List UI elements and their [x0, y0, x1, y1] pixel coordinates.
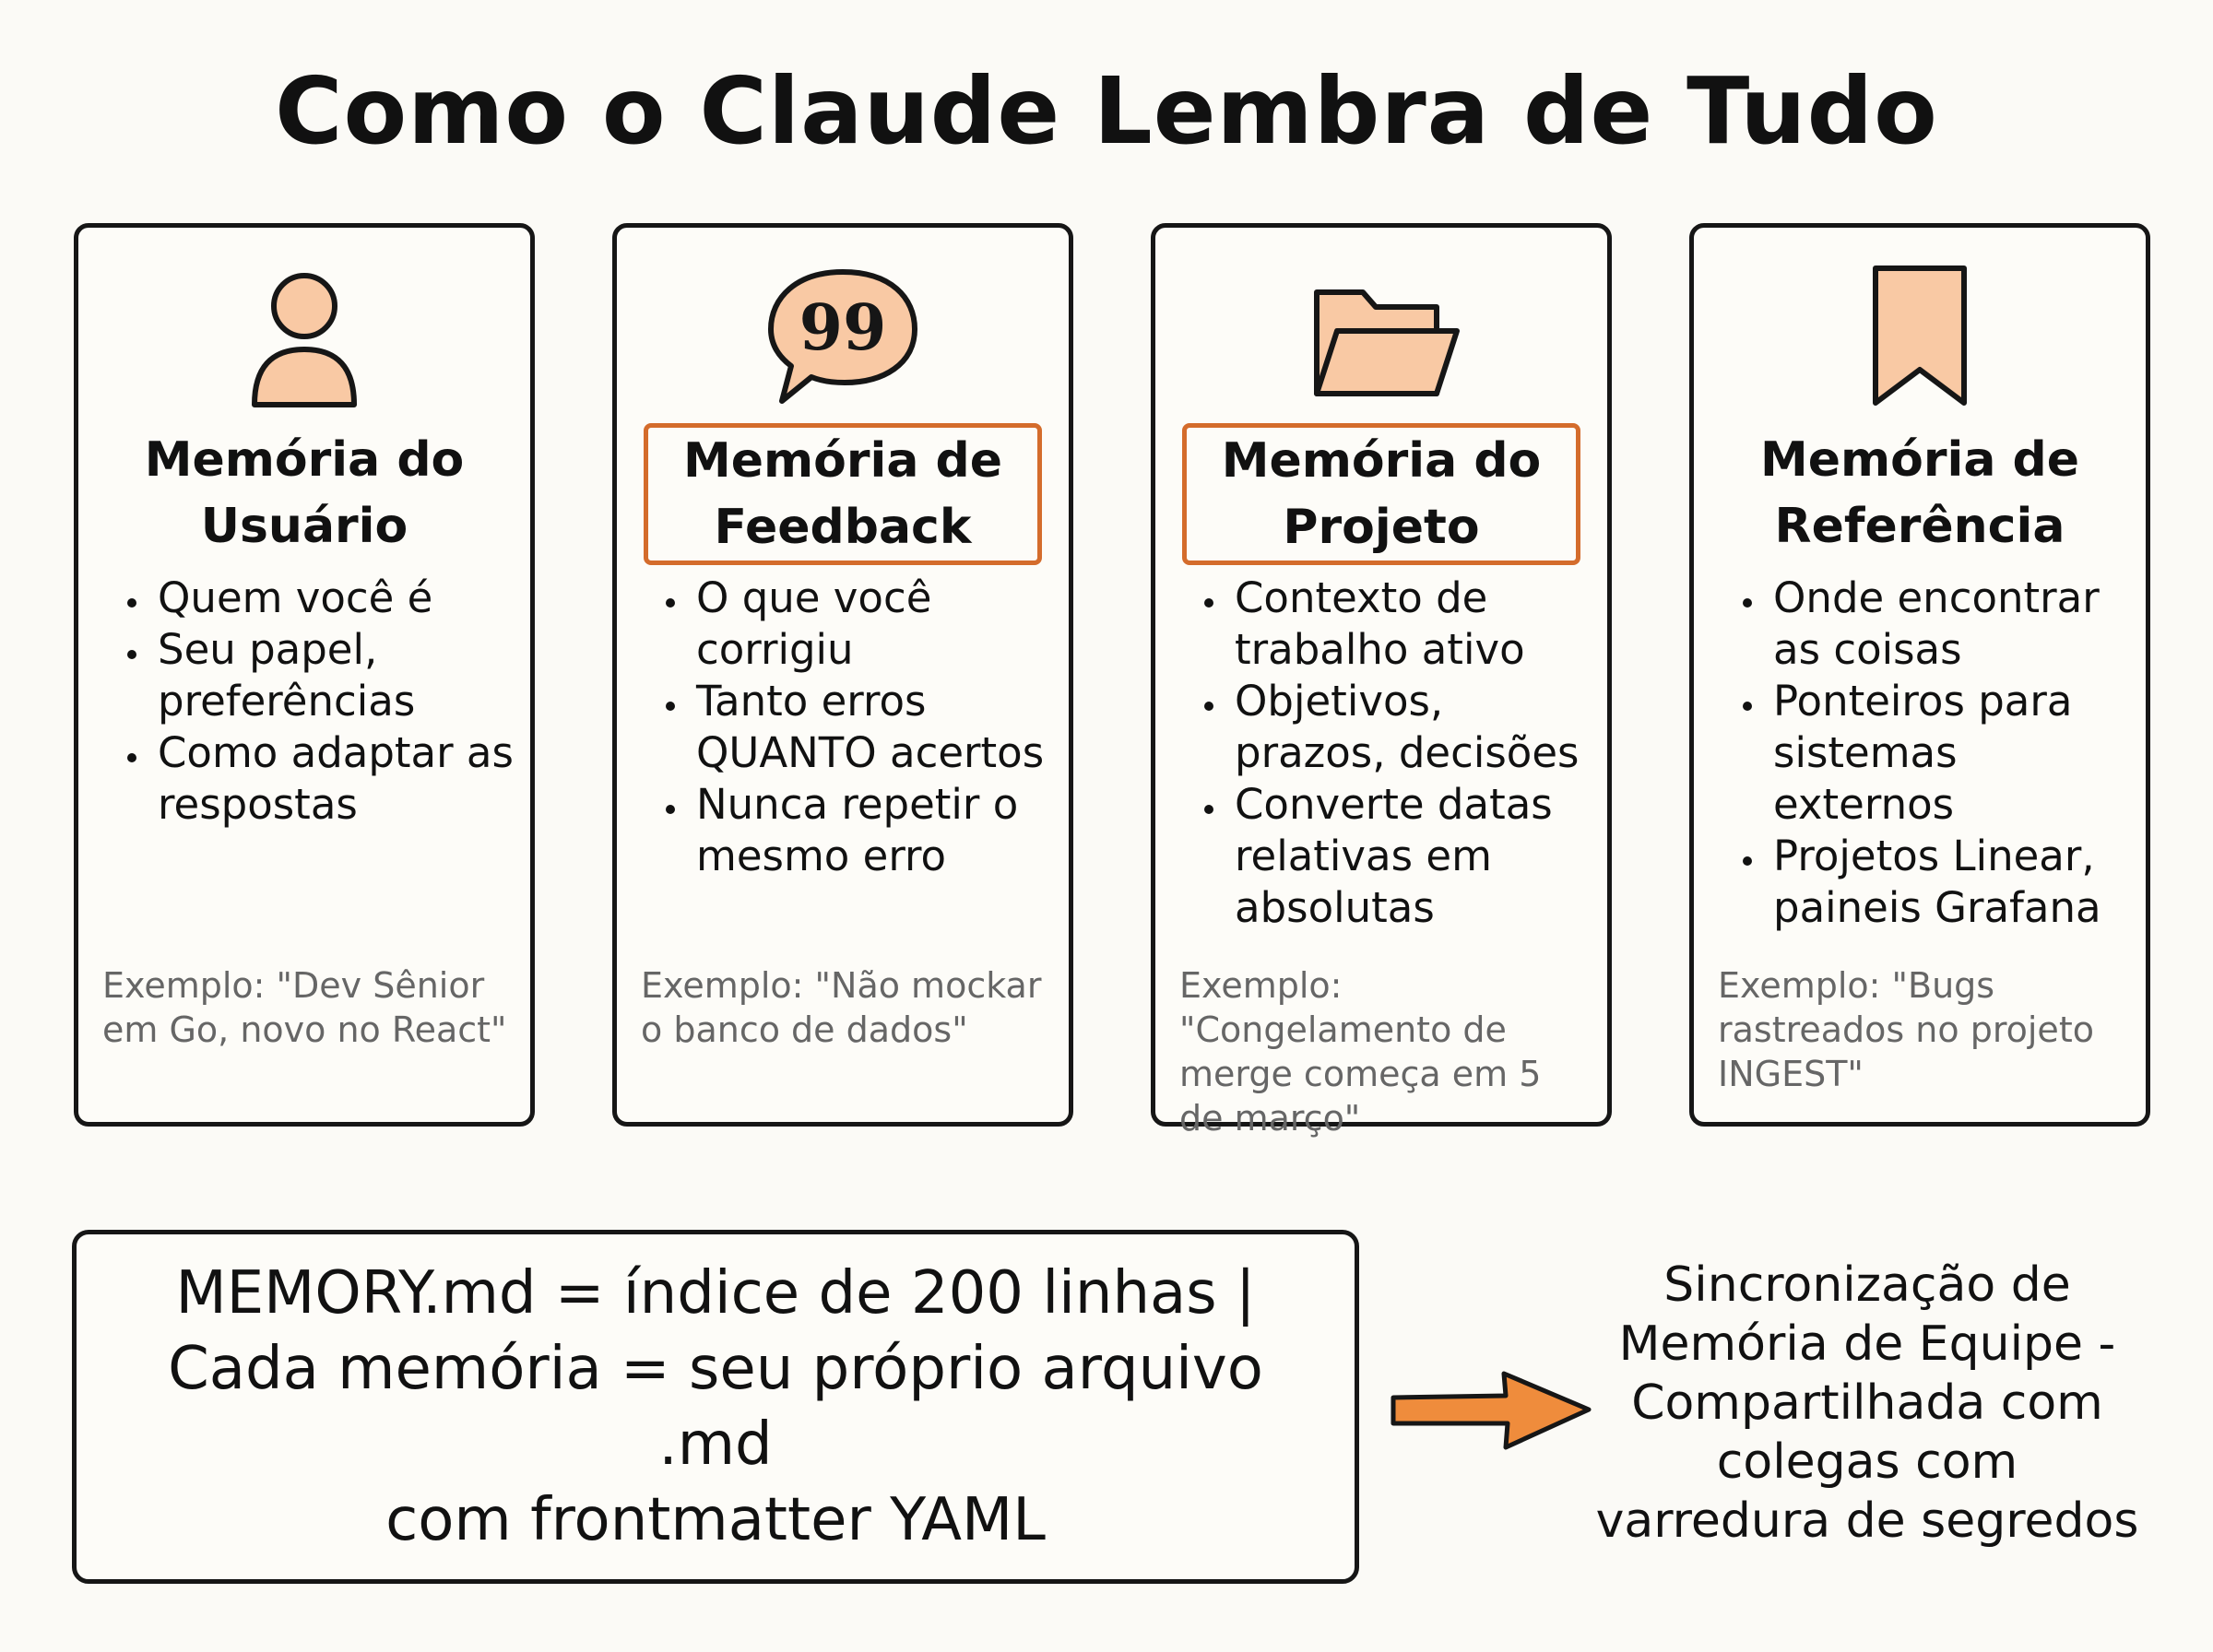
bullet-list: O que você corrigiu Tanto erros QUANTO a…: [645, 572, 1054, 882]
bullet-list: Onde encontrar as coisas Ponteiros para …: [1722, 572, 2131, 934]
list-item: Como adaptar as respostas: [152, 727, 515, 831]
bookmark-icon: [1694, 265, 2146, 412]
memory-index-box: MEMORY.md = índice de 200 linhas | Cada …: [72, 1230, 1359, 1584]
folder-icon: [1155, 265, 1607, 412]
list-item: Contexto de trabalho ativo: [1229, 572, 1592, 676]
example-text: Exemplo: "Não mockar o banco de dados": [641, 965, 1042, 1050]
example-text: Exemplo: "Congelamento de merge começa e…: [1179, 965, 1542, 1139]
example-text: Exemplo: "Bugs rastreados no projeto ING…: [1718, 965, 2094, 1094]
bullet-list: Contexto de trabalho ativo Objetivos, pr…: [1183, 572, 1592, 934]
list-item: Onde encontrar as coisas: [1768, 572, 2131, 676]
memory-index-text: MEMORY.md = índice de 200 linhas | Cada …: [168, 1259, 1263, 1554]
svg-text:99: 99: [799, 291, 887, 365]
list-item: Quem você é: [152, 572, 515, 624]
list-item: Objetivos, prazos, decisões: [1229, 676, 1592, 779]
user-icon: [78, 265, 530, 412]
example-text: Exemplo: "Dev Sênior em Go, novo no Reac…: [102, 965, 507, 1050]
speech-bubble-icon: 99: [617, 265, 1069, 412]
list-item: Nunca repetir o mesmo erro: [691, 779, 1054, 882]
page-title: Como o Claude Lembra de Tudo: [275, 57, 1938, 165]
bullet-list: Quem você é Seu papel, preferências Como…: [106, 572, 515, 831]
list-item: Projetos Linear, paineis Grafana: [1768, 831, 2131, 934]
list-item: Converte datas relativas em absolutas: [1229, 779, 1592, 934]
list-item: Seu papel, preferências: [152, 624, 515, 727]
list-item: Ponteiros para sistemas externos: [1768, 676, 2131, 831]
arrow-right-icon: [1391, 1371, 1592, 1450]
team-sync-text: Sincronização de Memória de Equipe - Com…: [1595, 1257, 2139, 1549]
list-item: Tanto erros QUANTO acertos: [691, 676, 1054, 779]
list-item: O que você corrigiu: [691, 572, 1054, 676]
